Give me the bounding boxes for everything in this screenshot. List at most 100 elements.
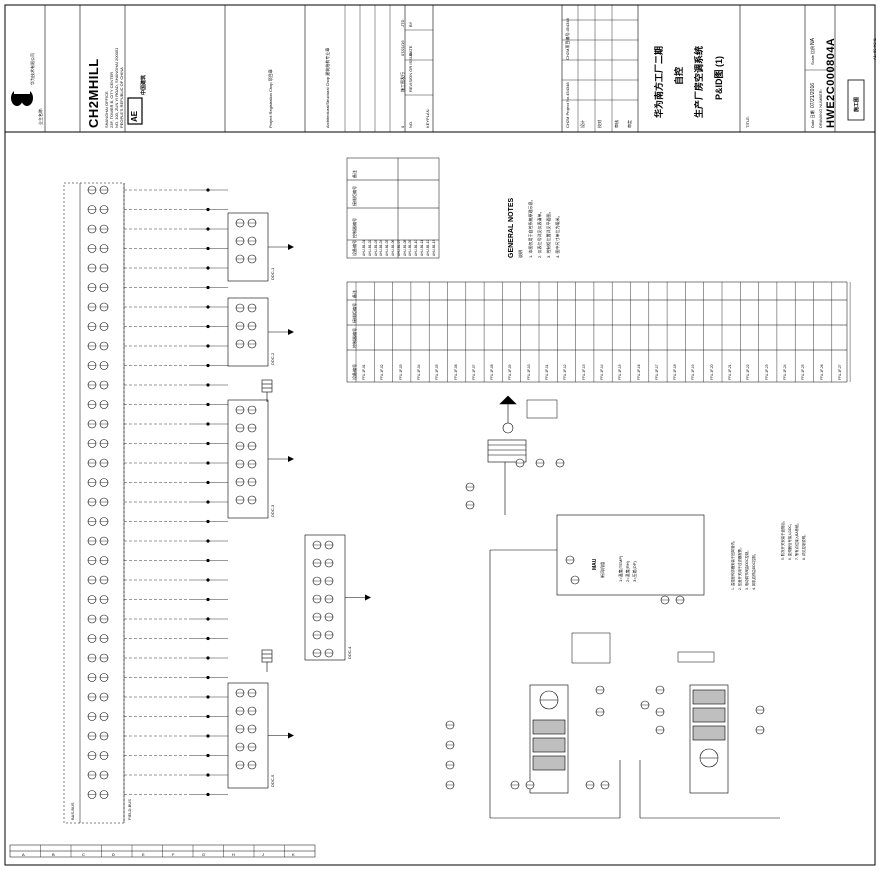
table2-row: FFU-1F-27 [837,364,842,380]
instrument-bubble-icon [99,341,109,351]
revision-by: JTD [400,19,405,27]
keyplan-label: KEYPLAN: [425,108,430,128]
instrument-bubble-icon [312,630,322,640]
instrument-bubble-icon [99,224,109,234]
instrument-bubble-icon [99,458,109,468]
bottom-strip-cell: H [232,852,235,857]
instrument-bubble-icon [87,478,97,487]
instrument-bubble-icon [87,653,97,663]
scale-label: Scale 比例 [810,45,815,65]
system-name: 生产厂房空调系统 [694,45,704,118]
instrument-bubble-icon [87,341,97,351]
instrument-bubble-icon [465,500,475,510]
instrument-bubble-icon [324,612,334,622]
bottom-strip-columns [40,845,285,857]
instrument-bubble-icon [87,497,97,507]
instrument-bubble-icon [247,303,257,313]
bus-label-2: FIELD-BUS [127,799,132,820]
project-name: 华为南方工厂二期 [654,45,664,118]
firm-name: CH2MHILL [86,58,101,128]
table2-row: FFU-1F-11 [545,364,549,380]
instrument-bubble-icon [99,614,109,624]
scale-value: NA [810,38,816,45]
instrument-bubble-group-mau [445,458,765,790]
bottom-strip-cell: G [202,852,206,857]
instrument-bubble-icon [247,405,257,415]
instrument-bubble-icon [324,558,334,568]
instrument-bubble-icon [247,760,257,770]
instrument-bubble-icon [312,612,322,622]
instrument-bubble-icon [87,439,97,448]
instrument-bubble-icon [247,236,257,246]
bottom-strip-cell: E [142,852,145,857]
instrument-bubble-icon [99,731,109,741]
signal-line-group [124,188,228,797]
instrument-bubble-icon [87,692,97,702]
bottom-strip-cell: A [22,852,25,857]
mau-label: MAU [592,558,598,570]
instrument-bubble-icon [87,614,97,624]
instrument-bubble-icon [324,648,334,658]
client-name: 华为技术有限公司 [30,53,35,85]
instrument-bubble-icon [324,576,334,586]
instrument-bubble-icon [235,236,245,246]
sheet-ref: A1: 594*841 [872,37,877,60]
supply-fan-icon [487,395,527,463]
instrument-bubble-icon [247,495,257,505]
instrument-bubble-icon [247,459,257,469]
schedule-table-2-columns [355,282,851,382]
instrument-bubble-icon [247,254,257,264]
table2-row: FFU-1F-15 [618,364,623,380]
table1-row: AHU-B1-09 [408,239,413,256]
table2-row: FFU-1F-23 [764,364,769,380]
instrument-bubble-icon [99,361,109,370]
instrument-bubble-icon [99,419,109,429]
seal-label: Architectural/Structural Chop 建筑结构专业章 [325,47,330,128]
instrument-bubble-icon [87,283,97,292]
instrument-bubble-icon [247,321,257,331]
instrument-bubble-group-panels [235,218,371,770]
instrument-bubble-icon [235,477,245,487]
instrument-bubble-icon [510,780,520,790]
instrument-bubble-icon [235,423,245,433]
instrument-bubble-icon [595,707,605,717]
instrument-bubble-icon [755,705,765,715]
bottom-strip-cell: K [292,852,295,857]
instrument-bubble-icon [99,497,109,507]
table1-row: AHU-B1-03 [373,239,378,256]
instrument-bubble-icon [312,594,322,604]
table2-row: FFU-1F-06 [453,364,458,380]
instrument-bubble-icon [87,770,97,780]
table1-row: AHU-B1-11 [420,239,424,256]
instrument-bubble-icon [87,556,97,565]
instrument-bubble-icon [247,706,257,716]
instrument-bubble-icon [755,725,765,735]
sign-row-1: 设计 [580,120,585,128]
panel-label-4: DDC-4 [347,646,352,659]
panel-label-1: DDC-1 [270,267,275,280]
instrument-bubble-icon [99,478,109,487]
instrument-bubble-icon [565,555,575,565]
instrument-bubble-icon [99,536,109,546]
legend-note: 5. 防冻开关安装于盘管后。 [781,518,785,560]
table1-header-2: 控制器编号 [352,218,357,238]
table2-row: FFU-1F-07 [471,364,476,380]
partner-name: 中国建筑 [141,74,147,95]
table2-header-4: 备注 [352,290,357,298]
ddc-panel-5 [227,682,269,789]
instrument-bubble-icon [99,302,109,312]
instrument-bubble-icon [99,380,109,390]
ahu-unit-2 [689,684,729,794]
instrument-bubble-icon [247,742,257,752]
field-device-bus [63,182,125,824]
table2-row: FFU-1F-08 [490,364,495,380]
table2-header-1: 设备编号 [352,364,357,380]
instrument-bubble-icon [99,673,109,682]
instrument-bubble-icon [87,224,97,234]
instrument-bubble-icon [235,321,245,331]
legend-note: 1. 温湿度传感器安装于回风管内。 [731,538,735,590]
table1-row: AHU-B1-01 [362,239,366,256]
table1-row: AHU-B1-02 [367,239,372,256]
table2-row: FFU-1F-18 [673,364,678,380]
discipline: 自控 [674,66,684,85]
